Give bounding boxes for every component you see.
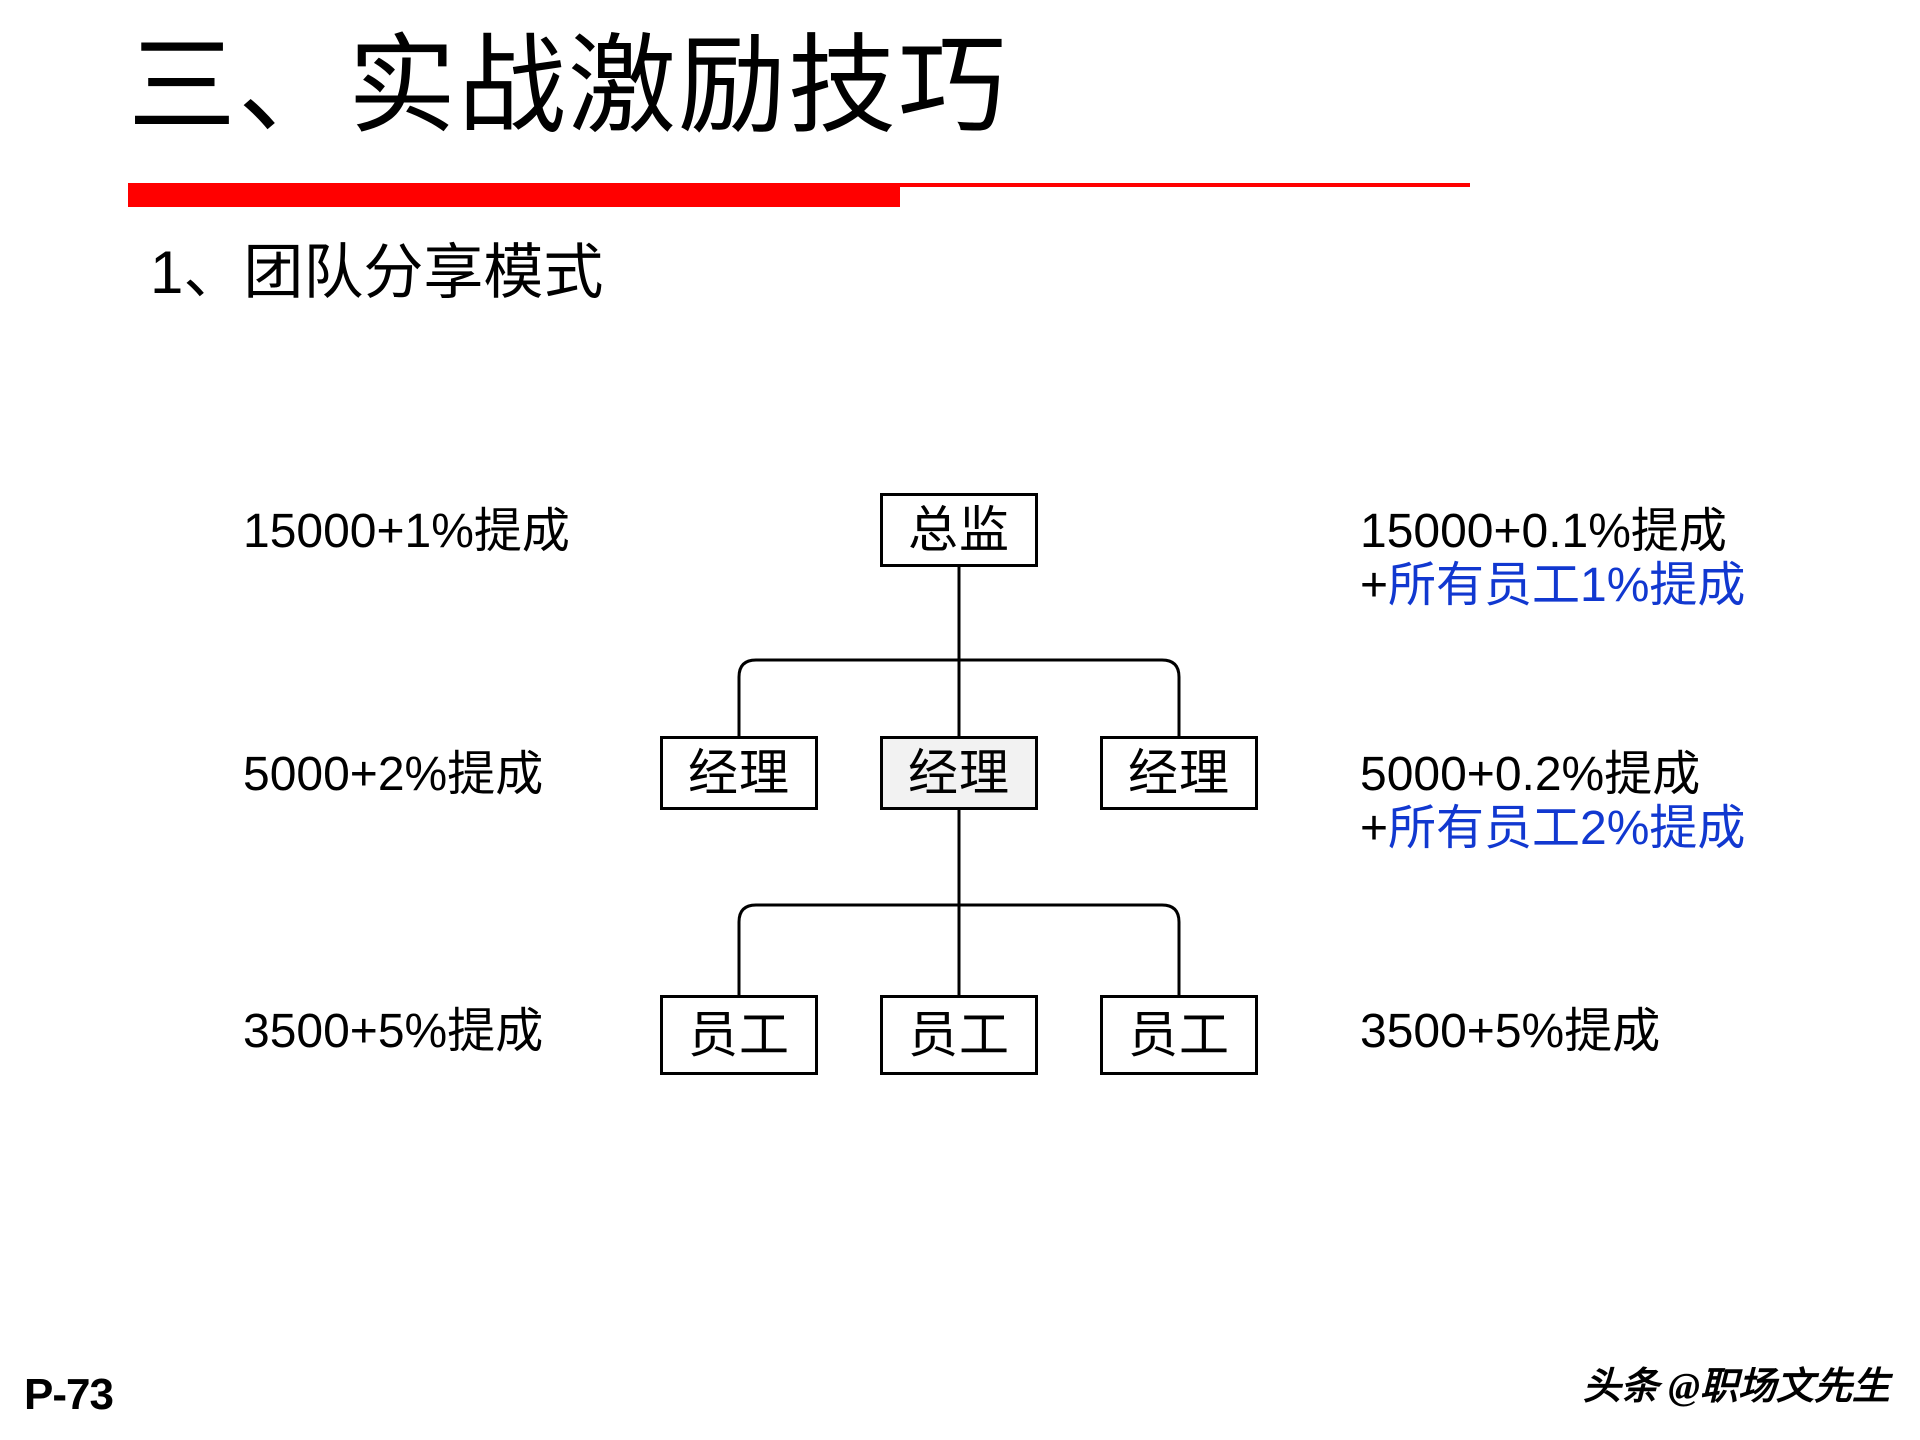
- org-node-manager-2[interactable]: 经理: [880, 736, 1038, 810]
- title-underline-thick: [128, 183, 900, 207]
- annotation-right-manager-bonus: +所有员工2%提成: [1360, 802, 1745, 856]
- annotation-right-director-bonus: +所有员工1%提成: [1360, 559, 1745, 613]
- annotation-right-staff-base: 3500+5%提成: [1360, 1005, 1661, 1058]
- org-node-manager-1[interactable]: 经理: [660, 736, 818, 810]
- annotation-left-manager: 5000+2%提成: [243, 748, 543, 802]
- annotation-left-manager-text: 5000+2%提成: [243, 748, 544, 801]
- annotation-left-director: 15000+1%提成: [243, 505, 570, 559]
- org-node-staff-1[interactable]: 员工: [660, 995, 818, 1075]
- annotation-right-director-plus: +: [1360, 558, 1389, 612]
- annotation-right-director: 15000+0.1%提成 +所有员工1%提成: [1360, 505, 1745, 613]
- annotation-left-staff: 3500+5%提成: [243, 1005, 543, 1059]
- annotation-left-director-text: 15000+1%提成: [243, 505, 570, 558]
- annotation-right-director-base: 15000+0.1%提成: [1360, 505, 1727, 558]
- org-node-staff-2[interactable]: 员工: [880, 995, 1038, 1075]
- annotation-right-staff: 3500+5%提成: [1360, 1005, 1660, 1059]
- page-title: 三、实战激励技巧: [128, 25, 1009, 146]
- annotation-right-manager-accent: 所有员工2%提成: [1388, 801, 1746, 855]
- watermark: 头条 @职场文先生: [1582, 1366, 1890, 1408]
- annotation-right-director-accent: 所有员工1%提成: [1388, 558, 1746, 612]
- annotation-right-manager-base: 5000+0.2%提成: [1360, 748, 1701, 801]
- org-node-director[interactable]: 总监: [880, 493, 1038, 567]
- annotation-right-manager-plus: +: [1360, 801, 1389, 855]
- annotation-left-staff-text: 3500+5%提成: [243, 1005, 544, 1058]
- org-node-staff-3[interactable]: 员工: [1100, 995, 1258, 1075]
- org-node-manager-3[interactable]: 经理: [1100, 736, 1258, 810]
- section-subtitle: 1、团队分享模式: [150, 239, 604, 306]
- annotation-right-manager: 5000+0.2%提成 +所有员工2%提成: [1360, 748, 1745, 856]
- page-number: P-73: [24, 1370, 114, 1419]
